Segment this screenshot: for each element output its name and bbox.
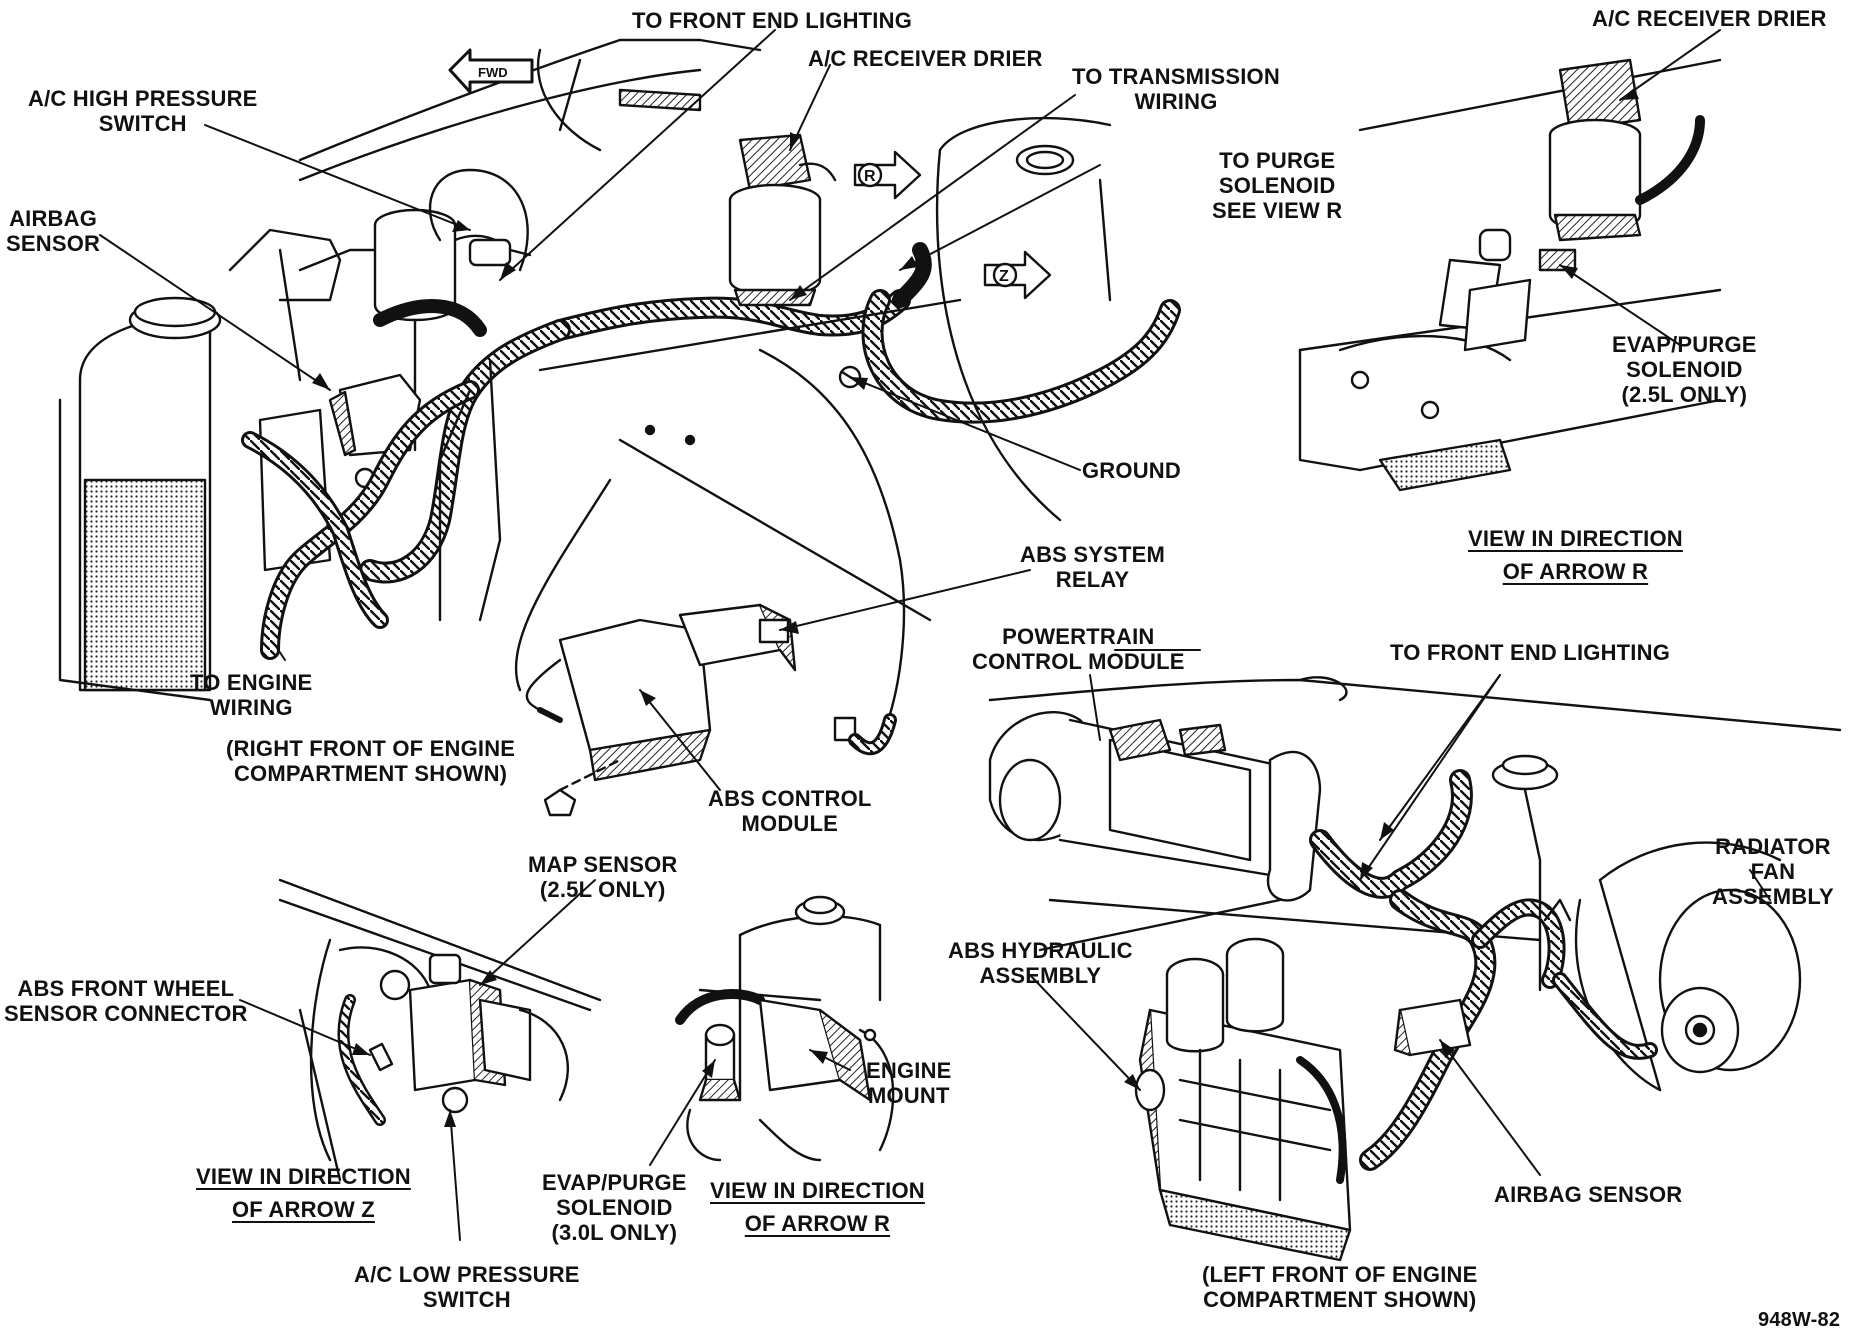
label-ac-receiver-drier-view-r: A/C RECEIVER DRIER	[1592, 6, 1827, 31]
label-evap-purge-solenoid-3-0l: EVAP/PURGE SOLENOID (3.0L ONLY)	[542, 1170, 687, 1245]
arrow-r-letter: R	[864, 168, 876, 185]
view-r-top-art	[1298, 58, 1722, 492]
label-abs-system-relay: ABS SYSTEM RELAY	[1020, 542, 1166, 592]
label-engine-mount: ENGINE MOUNT	[866, 1058, 952, 1108]
arrow-z-icon	[983, 250, 1052, 300]
arrow-z-letter: Z	[999, 268, 1009, 285]
label-to-engine-wiring: TO ENGINE WIRING	[190, 670, 313, 720]
label-airbag-sensor: AIRBAG SENSOR	[6, 206, 101, 256]
view-z-art	[278, 878, 602, 1182]
label-abs-control-module: ABS CONTROL MODULE	[708, 786, 872, 836]
label-abs-front-wheel-sensor-connector: ABS FRONT WHEEL SENSOR CONNECTOR	[4, 976, 248, 1026]
main-view-art	[58, 38, 1181, 817]
caption-view-z: VIEW IN DIRECTION OF ARROW Z	[196, 1164, 411, 1222]
caption-left-front: (LEFT FRONT OF ENGINE COMPARTMENT SHOWN)	[1202, 1262, 1478, 1312]
label-ac-high-pressure-switch: A/C HIGH PRESSURE SWITCH	[28, 86, 258, 136]
label-ground: GROUND	[1082, 458, 1181, 483]
fwd-arrow-text: FWD	[478, 65, 508, 80]
figure-id: 948W-82	[1758, 1309, 1841, 1331]
label-to-transmission-wiring: TO TRANSMISSION WIRING	[1072, 64, 1280, 114]
caption-view-r-top: VIEW IN DIRECTION OF ARROW R	[1468, 526, 1683, 584]
label-map-sensor: MAP SENSOR (2.5L ONLY)	[528, 852, 678, 902]
arrow-r-icon	[853, 150, 922, 200]
left-front-view-art	[988, 676, 1842, 1262]
leader-arrowheads	[312, 88, 1639, 1127]
label-to-front-end-lighting-left: TO FRONT END LIGHTING	[1390, 640, 1671, 665]
label-ac-low-pressure-switch: A/C LOW PRESSURE SWITCH	[354, 1262, 580, 1312]
label-ac-receiver-drier: A/C RECEIVER DRIER	[808, 46, 1043, 71]
fwd-arrow-icon	[448, 48, 534, 94]
caption-view-r-bottom: VIEW IN DIRECTION OF ARROW R	[710, 1178, 925, 1236]
label-airbag-sensor-left: AIRBAG SENSOR	[1494, 1182, 1683, 1207]
caption-right-front: (RIGHT FRONT OF ENGINE COMPARTMENT SHOWN…	[226, 736, 516, 786]
label-to-purge-solenoid: TO PURGE SOLENOID SEE VIEW R	[1212, 148, 1343, 223]
label-evap-purge-solenoid-2-5l: EVAP/PURGE SOLENOID (2.5L ONLY)	[1612, 332, 1757, 407]
label-radiator-fan-assembly: RADIATOR FAN ASSEMBLY	[1712, 834, 1834, 909]
label-powertrain-control-module: POWERTRAIN CONTROL MODULE	[972, 624, 1185, 674]
view-r-bottom-art	[675, 895, 895, 1162]
label-to-front-end-lighting: TO FRONT END LIGHTING	[632, 8, 913, 33]
label-abs-hydraulic-assembly: ABS HYDRAULIC ASSEMBLY	[948, 938, 1133, 988]
